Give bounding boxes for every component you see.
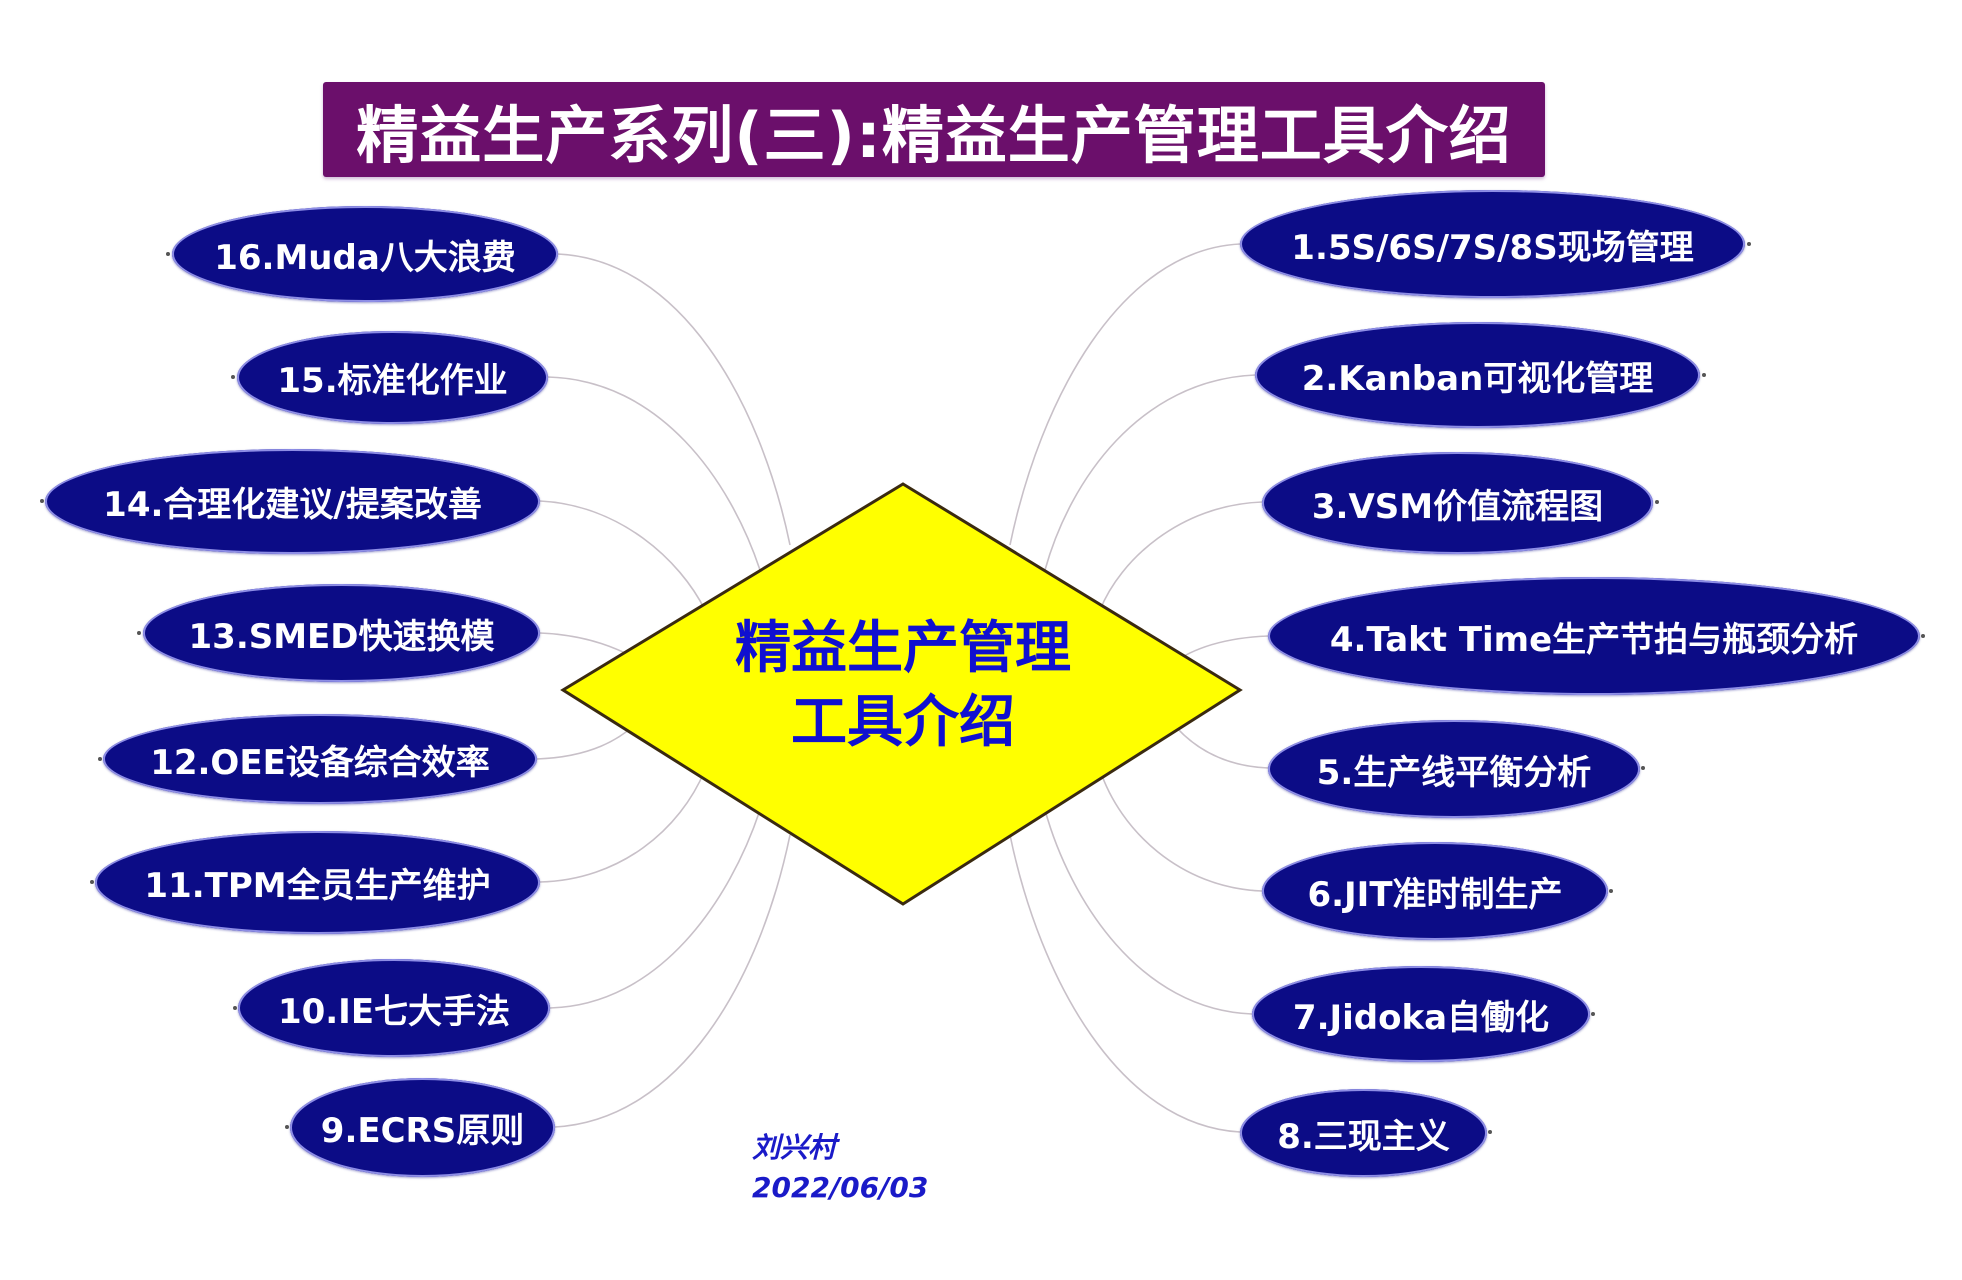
center-topic-line1: 精益生产管理 — [735, 616, 1071, 681]
node-anchor-dot — [1921, 634, 1925, 638]
node-kanban[interactable]: 2.Kanban可视化管理 — [1255, 322, 1700, 428]
center-topic[interactable]: 精益生产管理 工具介绍 — [700, 612, 1106, 760]
node-three-gen[interactable]: 8.三现主义 — [1240, 1089, 1487, 1177]
node-anchor-dot — [166, 252, 170, 256]
node-label: 10.IE七大手法 — [277, 991, 511, 1032]
node-line-balancing[interactable]: 5.生产线平衡分析 — [1268, 720, 1640, 818]
node-5s-management[interactable]: 1.5S/6S/7S/8S现场管理 — [1240, 190, 1745, 298]
node-ie-seven[interactable]: 10.IE七大手法 — [238, 959, 550, 1057]
node-anchor-dot — [231, 375, 235, 379]
node-tpm[interactable]: 11.TPM全员生产维护 — [95, 831, 540, 934]
node-label: 11.TPM全员生产维护 — [144, 866, 491, 906]
node-label: 5.生产线平衡分析 — [1316, 752, 1592, 793]
node-label: 9.ECRS原则 — [320, 1111, 525, 1151]
node-anchor-dot — [1641, 766, 1645, 770]
center-topic-line2: 工具介绍 — [791, 690, 1015, 755]
node-vsm[interactable]: 3.VSM价值流程图 — [1262, 452, 1653, 554]
node-jidoka[interactable]: 7.Jidoka自働化 — [1252, 966, 1590, 1062]
node-oee[interactable]: 12.OEE设备综合效率 — [103, 714, 537, 804]
node-standard-work[interactable]: 15.标准化作业 — [237, 331, 548, 424]
node-label: 14.合理化建议/提案改善 — [103, 485, 482, 525]
node-jit[interactable]: 6.JIT准时制生产 — [1262, 842, 1608, 940]
node-label: 4.Takt Time生产节拍与瓶颈分析 — [1329, 619, 1859, 660]
node-anchor-dot — [40, 499, 44, 503]
node-anchor-dot — [1655, 500, 1659, 504]
node-label: 12.OEE设备综合效率 — [150, 742, 490, 783]
page-title: 精益生产系列(三):精益生产管理工具介绍 — [323, 82, 1545, 177]
node-suggestion[interactable]: 14.合理化建议/提案改善 — [45, 449, 540, 554]
node-anchor-dot — [1747, 242, 1751, 246]
node-label: 8.三现主义 — [1277, 1116, 1450, 1157]
node-label: 13.SMED快速换模 — [188, 616, 495, 657]
node-anchor-dot — [137, 631, 141, 635]
node-label: 16.Muda八大浪费 — [214, 237, 516, 278]
node-anchor-dot — [1702, 373, 1706, 377]
author-name: 刘兴村 — [752, 1131, 837, 1164]
node-label: 1.5S/6S/7S/8S现场管理 — [1291, 227, 1694, 268]
node-label: 2.Kanban可视化管理 — [1301, 358, 1654, 399]
node-takt-time[interactable]: 4.Takt Time生产节拍与瓶颈分析 — [1268, 577, 1920, 695]
node-ecrs[interactable]: 9.ECRS原则 — [290, 1078, 555, 1177]
node-smed[interactable]: 13.SMED快速换模 — [143, 584, 540, 682]
node-label: 15.标准化作业 — [277, 361, 508, 401]
node-anchor-dot — [98, 757, 102, 761]
author-date: 2022/06/03 — [752, 1171, 929, 1204]
node-anchor-dot — [1488, 1130, 1492, 1134]
node-anchor-dot — [233, 1006, 237, 1010]
node-anchor-dot — [90, 880, 94, 884]
node-anchor-dot — [1591, 1012, 1595, 1016]
node-label: 6.JIT准时制生产 — [1307, 874, 1563, 915]
node-label: 3.VSM价值流程图 — [1311, 486, 1604, 527]
node-muda[interactable]: 16.Muda八大浪费 — [172, 206, 558, 302]
node-anchor-dot — [285, 1125, 289, 1129]
node-label: 7.Jidoka自働化 — [1292, 997, 1550, 1038]
node-anchor-dot — [1609, 889, 1613, 893]
author-block: 刘兴村 2022/06/03 — [752, 1128, 928, 1208]
